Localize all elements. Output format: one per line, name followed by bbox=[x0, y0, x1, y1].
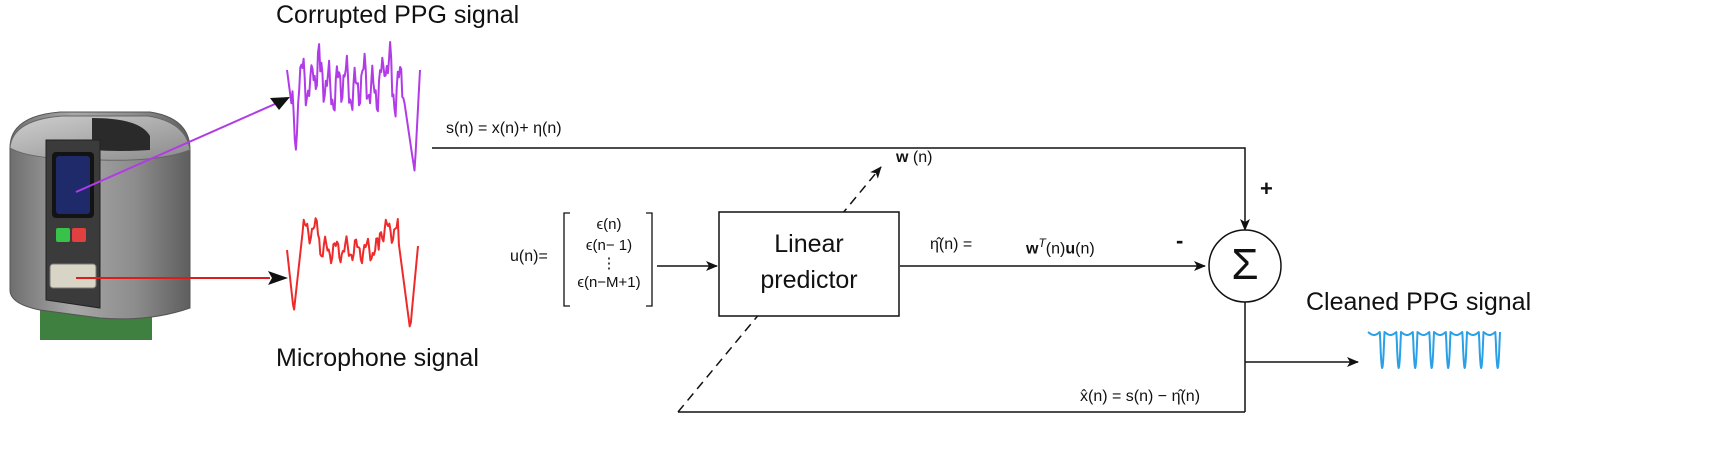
microphone-waveform bbox=[286, 217, 419, 328]
device-screen bbox=[56, 156, 90, 214]
w-label: w (n) bbox=[896, 149, 932, 167]
u-argument: (n) bbox=[1075, 240, 1095, 258]
eta-hat-equation: η̂(n) = bbox=[930, 236, 973, 253]
cleaned-ppg-title: Cleaned PPG signal bbox=[1306, 288, 1532, 316]
wt-symbol: w bbox=[1026, 240, 1039, 258]
device-red-led bbox=[72, 228, 86, 242]
u-vector-row: ⋮ bbox=[601, 255, 617, 272]
u-symbol: u bbox=[1065, 240, 1076, 258]
u-vector-right-bracket bbox=[646, 212, 653, 307]
device-green-led bbox=[56, 228, 70, 242]
u-vector-row: ϵ(n) bbox=[596, 216, 622, 233]
microphone-arrowhead bbox=[268, 271, 288, 285]
corrupted-ppg-title: Corrupted PPG signal bbox=[276, 1, 520, 29]
u-equation-label: u(n)= bbox=[510, 248, 548, 265]
wt-argument: (n) bbox=[1045, 240, 1066, 258]
summation-icon: Σ bbox=[1231, 240, 1259, 289]
u-vector: ϵ(n) ϵ(n− 1) ⋮ ϵ(n−M+1) bbox=[566, 214, 652, 293]
linear-predictor-box bbox=[718, 211, 900, 317]
predictor-label-line2: predictor bbox=[760, 266, 858, 294]
wearable-ppg-sensor-icon bbox=[9, 111, 191, 340]
w-symbol: w bbox=[896, 149, 909, 166]
plus-sign: + bbox=[1260, 176, 1273, 201]
s-equation: s(n) = x(n)+ η(n) bbox=[446, 120, 562, 137]
u-vector-row: ϵ(n− 1) bbox=[585, 237, 633, 254]
transpose-symbol: T bbox=[1038, 236, 1046, 250]
s-signal-line bbox=[432, 147, 1250, 231]
device-microphone bbox=[49, 263, 97, 289]
ppg-sensor-arrow bbox=[75, 99, 285, 193]
x-hat-equation: x̂(n) = s(n) − η̂(n) bbox=[1080, 388, 1201, 405]
microphone-signal-title: Microphone signal bbox=[276, 344, 479, 372]
cleaned-ppg-waveform bbox=[1367, 331, 1501, 369]
predictor-label-line1: Linear bbox=[774, 230, 844, 258]
minus-sign: - bbox=[1176, 228, 1184, 253]
device-cutout bbox=[92, 118, 150, 151]
weight-adaptation-arrow bbox=[677, 166, 882, 413]
w-argument: (n) bbox=[908, 149, 933, 166]
u-vector-left-bracket bbox=[563, 212, 570, 307]
wtu-expression: wT(n)u(n) bbox=[1026, 236, 1095, 258]
ppg-sensor-arrowhead bbox=[270, 97, 290, 110]
corrupted-ppg-waveform bbox=[286, 41, 421, 172]
summation-junction bbox=[1208, 229, 1282, 303]
u-vector-row: ϵ(n−M+1) bbox=[577, 274, 641, 291]
